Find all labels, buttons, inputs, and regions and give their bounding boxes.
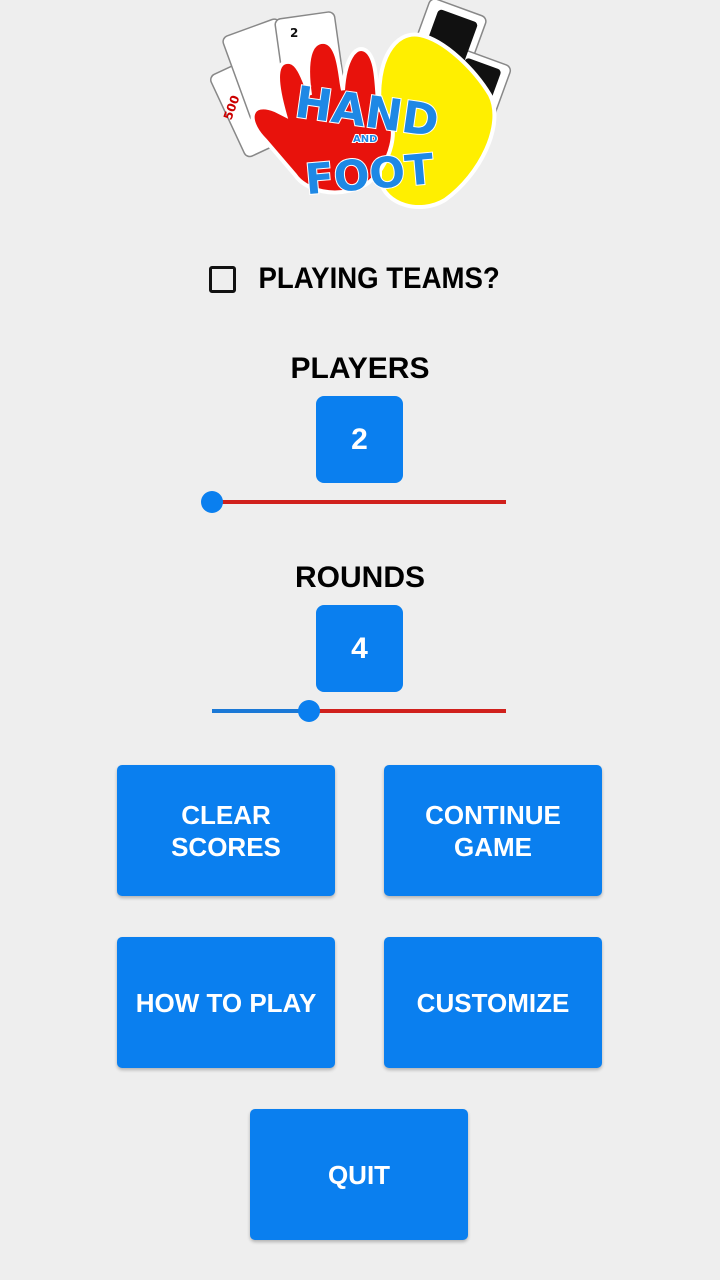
players-slider-thumb[interactable] <box>201 491 223 513</box>
quit-button[interactable]: QUIT <box>250 1109 468 1240</box>
players-slider-track <box>212 500 506 504</box>
rounds-slider-thumb[interactable] <box>298 700 321 722</box>
playing-teams-row[interactable]: PLAYING TEAMS? <box>0 262 720 296</box>
how-to-play-button[interactable]: HOW TO PLAY <box>117 937 335 1068</box>
rounds-slider-track <box>212 709 506 713</box>
players-slider[interactable] <box>201 490 506 514</box>
continue-game-button[interactable]: CONTINUE GAME <box>384 765 602 896</box>
customize-button[interactable]: CUSTOMIZE <box>384 937 602 1068</box>
rounds-value: 4 <box>316 605 403 692</box>
rounds-slider-fill <box>212 709 310 713</box>
rounds-slider[interactable] <box>212 699 506 723</box>
clear-scores-button[interactable]: CLEAR SCORES <box>117 765 335 896</box>
svg-text:AND: AND <box>353 134 377 145</box>
players-value: 2 <box>316 396 403 483</box>
rounds-heading: ROUNDS <box>294 561 425 594</box>
svg-text:FOOT: FOOT <box>303 144 436 204</box>
playing-teams-label: PLAYING TEAMS? <box>258 262 501 295</box>
svg-text:2: 2 <box>290 26 298 40</box>
players-heading: PLAYERS <box>290 352 430 385</box>
playing-teams-checkbox[interactable] <box>209 265 237 293</box>
hand-and-foot-logo: 2 500 HAND AND FOOT <box>205 0 515 220</box>
